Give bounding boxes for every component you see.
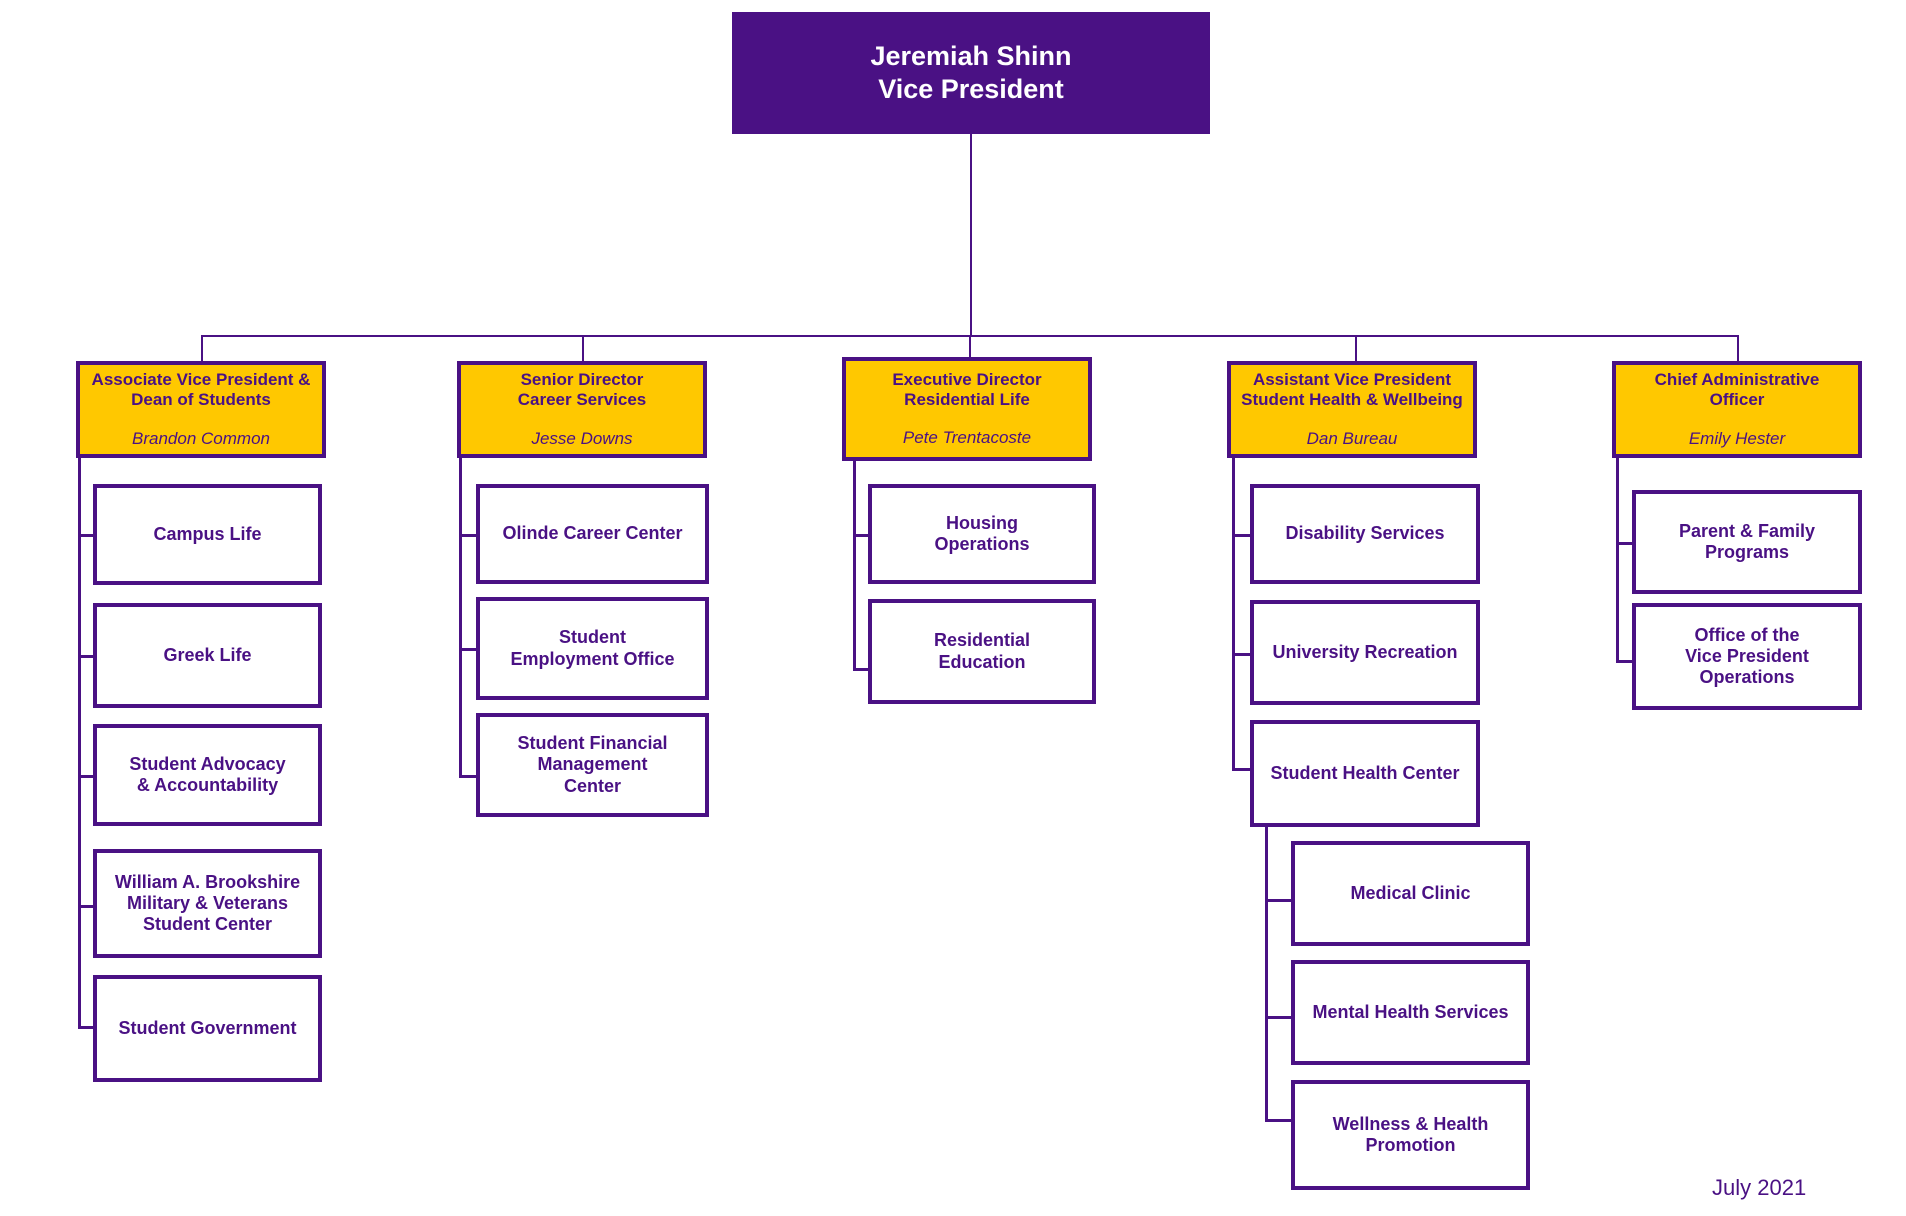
connector-stub-olinde-career-center xyxy=(459,534,478,537)
connector-stub-student-employment xyxy=(459,648,478,651)
node-student-advocacy[interactable]: Student Advocacy & Accountability xyxy=(93,724,322,826)
node-olinde-career-center[interactable]: Olinde Career Center xyxy=(476,484,709,584)
node-brookshire-center[interactable]: William A. Brookshire Military & Veteran… xyxy=(93,849,322,958)
label-residential-education: Residential Education xyxy=(933,630,1031,672)
node-unit-chief-administrative-officer[interactable]: Chief Administrative Officer Emily Heste… xyxy=(1612,361,1862,458)
node-unit-career-services[interactable]: Senior Director Career Services Jesse Do… xyxy=(457,361,707,458)
connector-stub-medical-clinic xyxy=(1265,899,1292,902)
unit-role-student-health-wellbeing: Assistant Vice President Student Health … xyxy=(1241,370,1463,410)
connector-spine-student-health-center xyxy=(1265,827,1268,1121)
connector-spine-student-health-wellbeing xyxy=(1232,458,1235,771)
connector-drop-cao xyxy=(1737,335,1739,362)
node-residential-education[interactable]: Residential Education xyxy=(868,599,1096,704)
node-medical-clinic[interactable]: Medical Clinic xyxy=(1291,841,1530,946)
label-mental-health-services: Mental Health Services xyxy=(1312,1001,1509,1022)
label-student-advocacy: Student Advocacy & Accountability xyxy=(129,753,286,795)
unit-person-dean-of-students: Brandon Common xyxy=(132,428,270,448)
connector-stub-student-advocacy xyxy=(78,775,95,778)
connector-stub-student-government xyxy=(78,1026,95,1029)
connector-drop-residential-life xyxy=(969,335,971,358)
node-wellness-health-promotion[interactable]: Wellness & Health Promotion xyxy=(1291,1080,1530,1190)
node-university-recreation[interactable]: University Recreation xyxy=(1250,600,1480,705)
connector-stub-wellness-health-promotion xyxy=(1265,1119,1292,1122)
connector-stub-greek-life xyxy=(78,655,95,658)
node-parent-family-programs[interactable]: Parent & Family Programs xyxy=(1632,490,1862,594)
label-olinde-career-center: Olinde Career Center xyxy=(502,523,683,544)
node-unit-dean-of-students[interactable]: Associate Vice President & Dean of Stude… xyxy=(76,361,326,458)
connector-drop-student-health xyxy=(1355,335,1357,362)
label-university-recreation: University Recreation xyxy=(1272,641,1458,662)
connector-spine-chief-administrative-officer xyxy=(1616,458,1619,662)
unit-role-chief-administrative-officer: Chief Administrative Officer xyxy=(1654,370,1820,410)
unit-role-dean-of-students: Associate Vice President & Dean of Stude… xyxy=(91,370,311,410)
label-brookshire-center: William A. Brookshire Military & Veteran… xyxy=(114,871,301,935)
unit-person-chief-administrative-officer: Emily Hester xyxy=(1688,428,1786,448)
node-vice-president[interactable]: Jeremiah Shinn Vice President xyxy=(732,12,1210,134)
node-disability-services[interactable]: Disability Services xyxy=(1250,484,1480,584)
label-office-of-vp-operations: Office of the Vice President Operations xyxy=(1685,624,1809,688)
connector-stub-disability-services xyxy=(1232,534,1252,537)
node-campus-life[interactable]: Campus Life xyxy=(93,484,322,585)
unit-person-career-services: Jesse Downs xyxy=(531,428,633,448)
label-housing-operations: Housing Operations xyxy=(934,512,1030,554)
label-student-health-center: Student Health Center xyxy=(1270,762,1460,783)
root-person-name: Jeremiah Shinn xyxy=(870,41,1072,72)
node-student-government[interactable]: Student Government xyxy=(93,975,322,1082)
unit-role-residential-life: Executive Director Residential Life xyxy=(892,369,1042,409)
label-wellness-health-promotion: Wellness & Health Promotion xyxy=(1332,1113,1489,1155)
node-housing-operations[interactable]: Housing Operations xyxy=(868,484,1096,584)
unit-person-student-health-wellbeing: Dan Bureau xyxy=(1306,428,1398,448)
label-student-financial-mgmt-center: Student Financial Management Center xyxy=(517,733,668,796)
label-campus-life: Campus Life xyxy=(153,523,262,544)
connector-stub-housing-operations xyxy=(853,534,870,537)
label-student-employment-office: Student Employment Office xyxy=(510,627,675,669)
chart-date-stamp: July 2021 xyxy=(1712,1175,1807,1200)
connector-stub-student-financial-mgmt xyxy=(459,775,478,778)
node-mental-health-services[interactable]: Mental Health Services xyxy=(1291,960,1530,1065)
connector-spine-residential-life xyxy=(853,461,856,670)
label-student-government: Student Government xyxy=(118,1017,297,1038)
unit-person-residential-life: Pete Trentacoste xyxy=(902,428,1032,448)
connector-stub-parent-family-programs xyxy=(1616,542,1634,545)
connector-drop-career-services xyxy=(582,335,584,362)
connector-stub-brookshire-center xyxy=(78,905,95,908)
connector-spine-career-services xyxy=(459,458,462,777)
connector-drop-dean-of-students xyxy=(201,335,203,362)
connector-stub-mental-health-services xyxy=(1265,1016,1292,1019)
node-student-financial-mgmt-center[interactable]: Student Financial Management Center xyxy=(476,713,709,817)
connector-stub-university-recreation xyxy=(1232,653,1252,656)
connector-stub-campus-life xyxy=(78,534,95,537)
node-office-of-vp-operations[interactable]: Office of the Vice President Operations xyxy=(1632,603,1862,710)
label-greek-life: Greek Life xyxy=(163,644,252,665)
connector-spine-dean-of-students xyxy=(78,458,81,1028)
unit-role-career-services: Senior Director Career Services xyxy=(517,370,647,410)
node-student-health-center[interactable]: Student Health Center xyxy=(1250,720,1480,827)
label-parent-family-programs: Parent & Family Programs xyxy=(1678,520,1816,562)
connector-stub-student-health-center xyxy=(1232,768,1252,771)
node-unit-residential-life[interactable]: Executive Director Residential Life Pete… xyxy=(842,357,1092,461)
label-disability-services: Disability Services xyxy=(1285,523,1445,544)
node-greek-life[interactable]: Greek Life xyxy=(93,603,322,708)
connector-root-stem xyxy=(970,134,972,336)
node-student-employment-office[interactable]: Student Employment Office xyxy=(476,597,709,700)
root-person-title: Vice President xyxy=(878,74,1064,104)
connector-stub-residential-education xyxy=(853,668,870,671)
node-unit-student-health-wellbeing[interactable]: Assistant Vice President Student Health … xyxy=(1227,361,1477,458)
label-medical-clinic: Medical Clinic xyxy=(1350,882,1471,903)
connector-stub-office-of-vp-operations xyxy=(1616,660,1634,663)
